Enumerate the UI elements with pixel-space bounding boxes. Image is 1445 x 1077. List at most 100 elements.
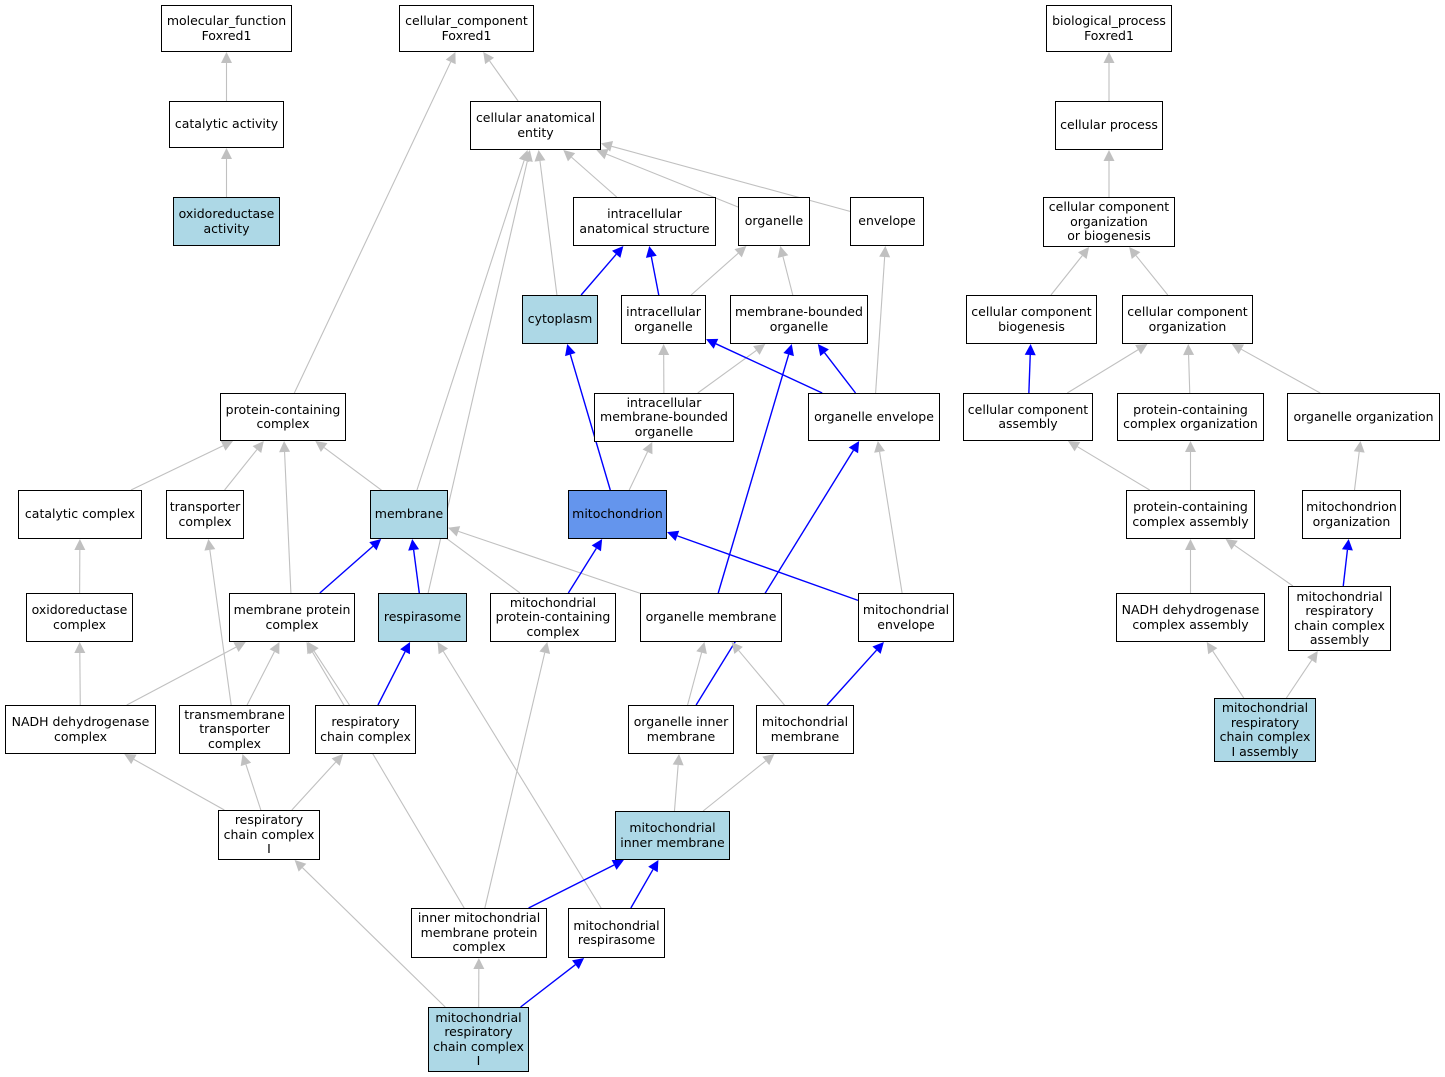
edge-mito_protein_containing_complex-to-mitochondrion — [567, 547, 597, 594]
edge-pc_complex_organization-to-cc_organization — [1188, 354, 1191, 394]
edge-inner_mito_membrane_protein_complex-to-membrane_protein_complex — [311, 651, 465, 909]
node-protein-containing-complex-assembly[interactable]: protein-containing complex assembly — [1126, 490, 1255, 539]
edge-envelope-to-cellular_anatomical_entity — [611, 145, 851, 212]
arrowhead-transmembrane_transporter_complex-to-membrane_protein_complex — [269, 642, 280, 655]
arrowhead-mitochondrion-to-intracellular_mbo — [642, 442, 653, 455]
arrowhead-intracellular_organelle-to-intracellular_anatomical_structure — [645, 246, 657, 258]
edge-inner_mito_membrane_protein_complex-to-mitochondrial_inner_membrane — [528, 864, 615, 909]
edge-mitochondrion_organization-to-organelle_organization — [1353, 451, 1360, 491]
edge-mitochondrial_membrane-to-organelle_membrane — [738, 650, 785, 706]
node-mitochondrion[interactable]: mitochondrion — [568, 490, 667, 539]
node-intracellular-organelle[interactable]: intracellular organelle — [621, 295, 706, 344]
arrowhead-pc_complex_organization-to-cc_organization — [1183, 344, 1195, 356]
node-transporter-complex[interactable]: transporter complex — [166, 490, 244, 539]
arrowhead-mitochondrial_membrane-to-mitochondrial_envelope — [872, 642, 884, 654]
arrowhead-membrane_protein_complex-to-membrane — [369, 539, 382, 551]
edge-cc_assembly-to-cc_biogenesis — [1028, 354, 1031, 394]
arrowhead-transmembrane_transporter_complex-to-transporter_complex — [204, 539, 216, 551]
arrowhead-organelle_membrane-to-membrane_bounded_organelle — [783, 344, 794, 357]
edge-organelle-to-cellular_anatomical_entity — [606, 153, 739, 208]
edge-membrane_protein_complex-to-protein_containing_complex — [284, 451, 292, 594]
node-membrane-protein-complex[interactable]: membrane protein complex — [229, 593, 355, 642]
edge-intracellular_anatomical_structure-to-cellular_anatomical_entity — [571, 156, 618, 198]
edge-mito_resp_chain_complex_assembly-to-mitochondrion_organization — [1342, 549, 1349, 587]
node-mitochondrial-respiratory-chain-complex-i-assembly[interactable]: mitochondrial respiratory chain complex … — [1214, 698, 1316, 762]
edge-respiratory_chain_complex_i-to-respiratory_chain_complex — [291, 761, 337, 811]
node-intracellular-anatomical-structure[interactable]: intracellular anatomical structure — [573, 197, 716, 246]
node-inner-mitochondrial-membrane-protein-complex[interactable]: inner mitochondrial membrane protein com… — [411, 908, 547, 958]
arrowhead-mito_resp_chain_complex_i_assembly-to-nadh_complex_assembly — [1206, 642, 1218, 655]
node-cellular-component-biogenesis[interactable]: cellular component biogenesis — [966, 295, 1097, 344]
node-organelle-organization[interactable]: organelle organization — [1287, 393, 1440, 441]
node-membrane-bounded-organelle[interactable]: membrane-bounded organelle — [730, 295, 868, 344]
edge-organelle_inner_membrane-to-organelle_envelope — [695, 449, 854, 706]
node-mitochondrial-membrane[interactable]: mitochondrial membrane — [756, 705, 854, 754]
node-respiratory-chain-complex[interactable]: respiratory chain complex — [315, 705, 416, 754]
node-cellular-process[interactable]: cellular process — [1055, 101, 1163, 150]
node-respirasome[interactable]: respirasome — [378, 593, 467, 642]
edge-mitochondrion-to-intracellular_mbo — [628, 451, 648, 491]
node-mitochondrial-respiratory-chain-complex-assembly[interactable]: mitochondrial respiratory chain complex … — [1288, 586, 1391, 651]
edge-organelle_envelope-to-membrane_bounded_organelle — [823, 352, 857, 394]
node-organelle-membrane[interactable]: organelle membrane — [640, 593, 782, 642]
node-respiratory-chain-complex-i[interactable]: respiratory chain complex I — [218, 810, 320, 860]
node-mitochondrial-inner-membrane[interactable]: mitochondrial inner membrane — [615, 811, 730, 860]
node-cellular-component-assembly[interactable]: cellular component assembly — [963, 393, 1093, 441]
arrowhead-inner_mito_membrane_protein_complex-to-mito_protein_containing_complex — [539, 642, 551, 654]
edge-mito_resp_chain_complex_i_assembly-to-nadh_complex_assembly — [1212, 650, 1245, 699]
edge-mitochondrion-to-cytoplasm — [569, 354, 611, 491]
node-biological-process-root[interactable]: biological_process Foxred1 — [1046, 5, 1172, 52]
edge-cc_biogenesis-to-cc_org_or_biogenesis — [1050, 255, 1083, 296]
node-transmembrane-transporter-complex[interactable]: transmembrane transporter complex — [179, 705, 290, 754]
edge-membrane_bounded_organelle-to-organelle — [782, 256, 794, 296]
edge-organelle_membrane-to-membrane_bounded_organelle — [717, 354, 790, 594]
node-cellular-component-organization-or-biogenesis[interactable]: cellular component organization or bioge… — [1043, 197, 1175, 247]
node-oxidoreductase-activity[interactable]: oxidoreductase activity — [173, 197, 280, 246]
node-organelle[interactable]: organelle — [738, 197, 810, 246]
edge-respiratory_chain_complex-to-respirasome — [377, 651, 406, 706]
node-organelle-envelope[interactable]: organelle envelope — [808, 393, 940, 441]
node-oxidoreductase-complex[interactable]: oxidoreductase complex — [26, 593, 133, 642]
arrowhead-catalytic_complex-to-protein_containing_complex — [220, 440, 234, 451]
node-mitochondrial-protein-containing-complex[interactable]: mitochondrial protein-containing complex — [490, 593, 616, 642]
edge-transmembrane_transporter_complex-to-membrane_protein_complex — [246, 651, 275, 706]
edge-organelle_membrane-to-membrane — [458, 530, 641, 594]
node-cellular-component-organization[interactable]: cellular component organization — [1122, 295, 1253, 344]
node-nadh-dehydrogenase-complex-assembly[interactable]: NADH dehydrogenase complex assembly — [1116, 593, 1265, 642]
node-protein-containing-complex[interactable]: protein-containing complex — [220, 393, 346, 441]
edge-inner_mito_membrane_protein_complex-to-mito_protein_containing_complex — [484, 652, 546, 909]
node-organelle-inner-membrane[interactable]: organelle inner membrane — [628, 705, 734, 754]
node-protein-containing-complex-organization[interactable]: protein-containing complex organization — [1117, 393, 1264, 441]
node-envelope[interactable]: envelope — [850, 197, 924, 246]
edge-organelle_envelope-to-intracellular_organelle — [715, 343, 823, 394]
node-catalytic-activity[interactable]: catalytic activity — [169, 101, 284, 148]
edge-mito_resp_chain_complex_i-to-mitochondrial_respirasome — [520, 964, 576, 1008]
node-nadh-dehydrogenase-complex[interactable]: NADH dehydrogenase complex — [5, 705, 156, 754]
arrowhead-organelle_envelope-to-membrane_bounded_organelle — [817, 344, 829, 357]
node-cellular-component-root[interactable]: cellular_component Foxred1 — [399, 5, 534, 52]
arrowhead-mito_protein_containing_complex-to-protein_containing_complex — [315, 441, 328, 452]
arrowhead-membrane_protein_complex-to-protein_containing_complex — [279, 441, 291, 453]
arrowhead-mito_resp_chain_complex_assembly-to-mitochondrion_organization — [1341, 539, 1353, 551]
node-cytoplasm[interactable]: cytoplasm — [522, 295, 598, 344]
edge-respiratory_chain_complex_i-to-nadh_dehydrogenase_complex — [133, 758, 225, 811]
edge-intracellular_mbo-to-membrane_bounded_organelle — [697, 350, 757, 394]
arrowhead-mitochondrial_respirasome-to-mitochondrial_inner_membrane — [648, 860, 659, 873]
node-cellular-anatomical-entity[interactable]: cellular anatomical entity — [470, 101, 601, 150]
arrowhead-organelle_envelope-to-envelope — [879, 246, 891, 258]
node-membrane[interactable]: membrane — [370, 490, 448, 539]
arrowhead-respirasome-to-membrane — [408, 539, 420, 551]
arrowhead-organelle_organization-to-cc_organization — [1231, 344, 1245, 355]
node-molecular-function-root[interactable]: molecular_function Foxred1 — [161, 5, 292, 52]
arrowhead-organelle_membrane-to-membrane — [448, 526, 461, 537]
edge-cc_assembly-to-cc_organization — [1066, 349, 1139, 394]
node-catalytic-complex[interactable]: catalytic complex — [18, 490, 142, 539]
arrowhead-mito_resp_chain_complex_i-to-inner_mito_membrane_protein_complex — [473, 958, 485, 970]
node-mitochondrion-organization[interactable]: mitochondrion organization — [1302, 490, 1401, 539]
node-mitochondrial-respirasome[interactable]: mitochondrial respirasome — [568, 908, 665, 958]
node-mitochondrial-envelope[interactable]: mitochondrial envelope — [858, 593, 954, 642]
node-mitochondrial-respiratory-chain-complex-i[interactable]: mitochondrial respiratory chain complex … — [428, 1007, 529, 1072]
arrowhead-oxidoreductase_complex-to-catalytic_complex — [74, 539, 86, 551]
edge-mitochondrial_envelope-to-organelle_envelope — [879, 451, 903, 594]
node-intracellular-membrane-bounded-organelle[interactable]: intracellular membrane-bounded organelle — [594, 393, 734, 442]
